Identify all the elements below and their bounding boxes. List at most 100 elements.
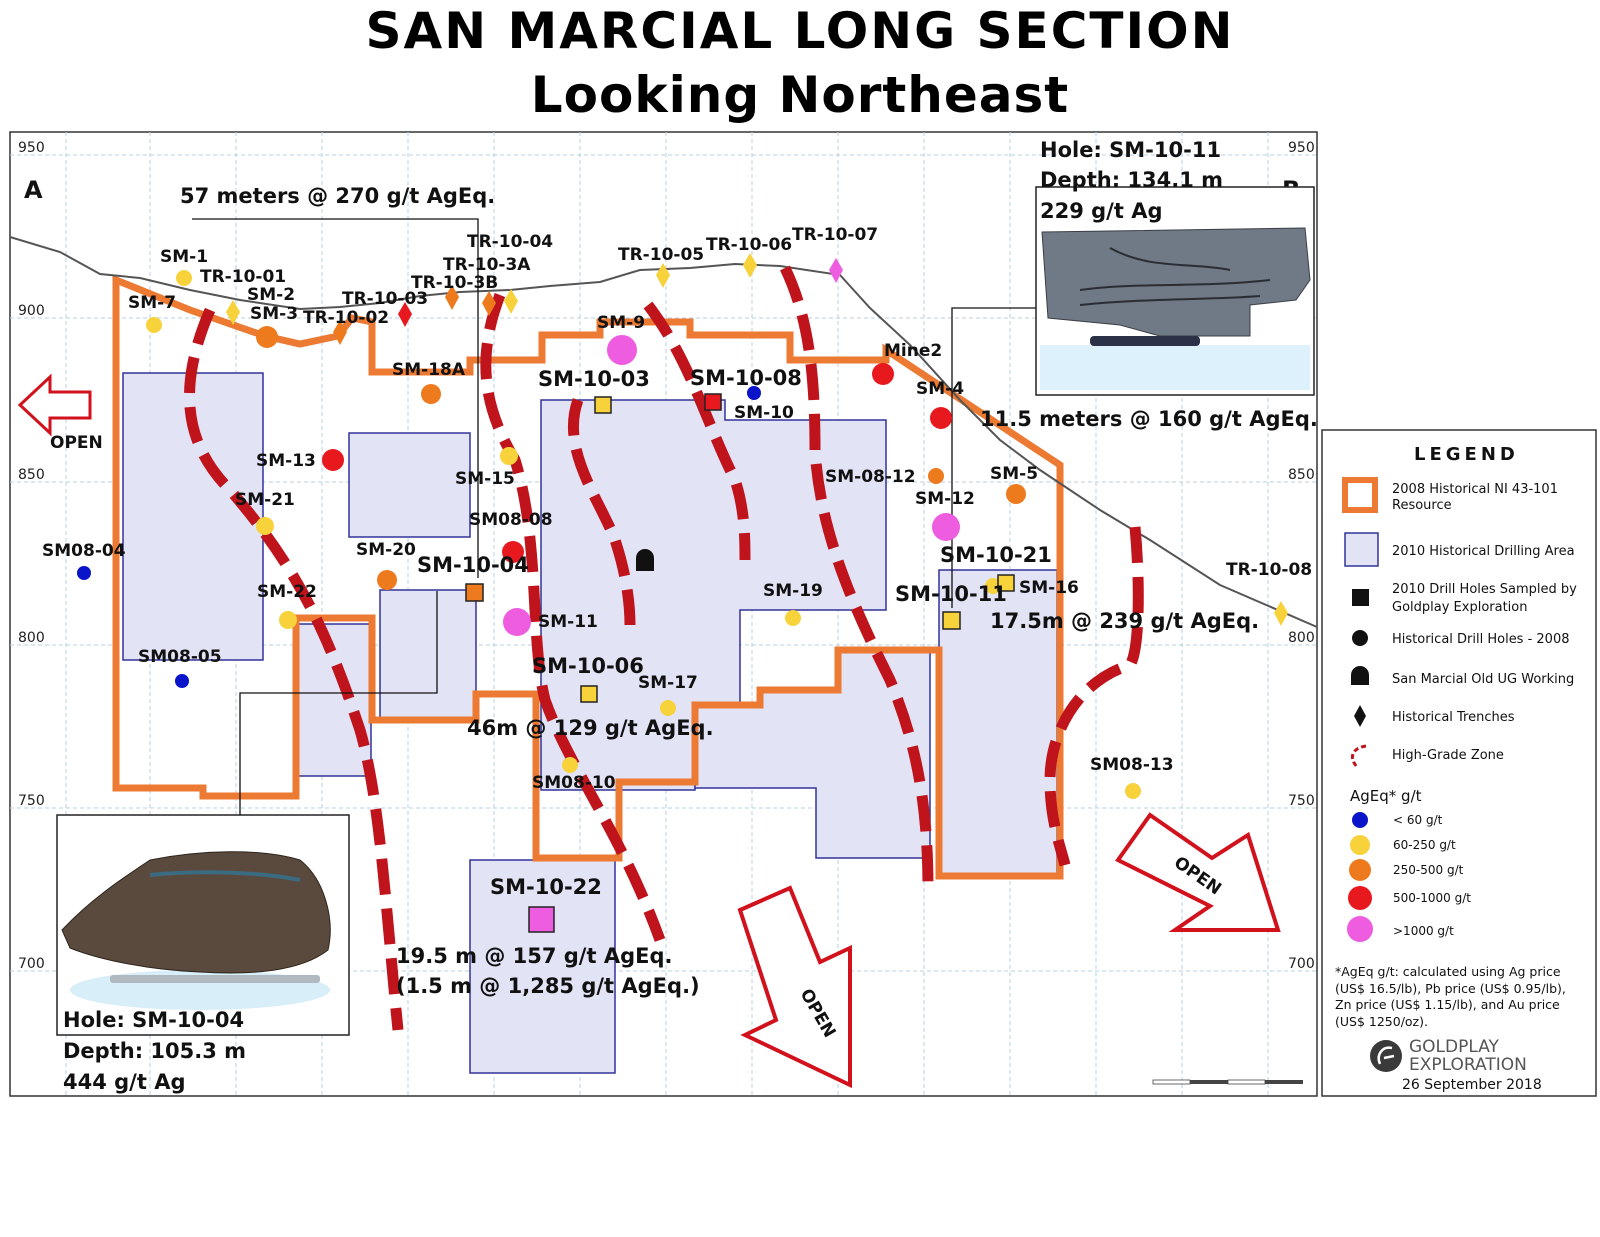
trench-label: TR-10-03 xyxy=(342,289,428,309)
drill-hole-marker xyxy=(660,700,676,716)
leader-line xyxy=(951,307,1036,608)
hole-label: SM-20 xyxy=(356,540,416,560)
legend-swatch-trench xyxy=(1354,705,1366,727)
arrow-shape xyxy=(1115,812,1281,932)
legend-item: Goldplay Exploration xyxy=(1392,600,1527,615)
intercept-label: 19.5 m @ 157 g/t AgEq. xyxy=(396,944,672,968)
hole-label: SM-22 xyxy=(257,582,317,602)
sampled-hole-marker xyxy=(465,583,484,602)
drill-hole-marker xyxy=(1006,484,1026,504)
drilling-area xyxy=(295,623,372,777)
trench-label: TR-10-06 xyxy=(706,235,792,255)
trenches xyxy=(226,253,1288,626)
hole-label: SM-10-06 xyxy=(532,654,644,678)
legend-swatch-sampled-hole xyxy=(1352,589,1369,606)
legend-note: (US$ 1250/oz). xyxy=(1335,1014,1428,1029)
legend-grade-swatch xyxy=(1352,812,1368,828)
brand-name: GOLDPLAY xyxy=(1409,1037,1500,1057)
photo-background xyxy=(1040,345,1310,390)
legend-grade-label: 60-250 g/t xyxy=(1393,838,1456,852)
hole-label: SM-1 xyxy=(160,247,208,267)
elevation-tick-left: 700 xyxy=(18,956,45,972)
legend-title: LEGEND xyxy=(1414,444,1519,465)
hole-label: SM-2 xyxy=(247,285,295,305)
goldplay-logo xyxy=(1370,1040,1402,1072)
legend-grade-label: 500-1000 g/t xyxy=(1393,891,1471,905)
drill-hole-marker xyxy=(785,610,801,626)
high-grade-zone xyxy=(184,307,404,1031)
intercept-label: (1.5 m @ 1,285 g/t AgEq.) xyxy=(396,974,700,998)
intercept-label: 46m @ 129 g/t AgEq. xyxy=(467,716,714,740)
drill-hole-marker xyxy=(256,517,274,535)
goldplay-logo-mark xyxy=(1377,1046,1395,1065)
arrow-shape xyxy=(737,885,852,1089)
drilling-area xyxy=(379,589,477,721)
core-photo-bottom xyxy=(56,814,350,1036)
hole-box-line: Hole: SM-10-04 xyxy=(63,1008,244,1032)
core-veins xyxy=(149,870,301,882)
hole-label: SM-19 xyxy=(763,581,823,601)
hole-label: SM-10-04 xyxy=(417,553,529,577)
trench-marker xyxy=(504,289,518,314)
sampled-hole-marker xyxy=(580,685,598,703)
hole-label: SM-10-03 xyxy=(538,367,650,391)
elevation-tick-right: 750 xyxy=(1288,793,1315,809)
sampled-hole-marker xyxy=(704,393,722,411)
sampled-holes xyxy=(465,393,1015,933)
map-subtitle: Looking Northeast xyxy=(530,66,1070,124)
high-grade-zone xyxy=(1044,526,1144,867)
drill-hole-marker xyxy=(928,468,944,484)
legend-item: Historical Drill Holes - 2008 xyxy=(1392,632,1570,647)
core-ruler xyxy=(1090,336,1200,346)
drill-hole-marker xyxy=(872,363,894,385)
legend-grade-label: 250-500 g/t xyxy=(1393,863,1464,877)
hole-label: SM08-10 xyxy=(532,773,616,793)
legend-swatch-historical-hole xyxy=(1352,630,1368,646)
core-veins xyxy=(1079,247,1271,306)
arrow-shape xyxy=(17,373,92,437)
legend-item: Historical Trenches xyxy=(1392,710,1515,725)
elevation-tick-left: 750 xyxy=(18,793,45,809)
hole-label: SM-3 xyxy=(250,304,298,324)
hole-label: Mine2 xyxy=(884,341,942,361)
intercept-label: 17.5m @ 239 g/t AgEq. xyxy=(990,609,1259,633)
drill-hole-marker xyxy=(503,608,531,636)
trench-label: TR-10-01 xyxy=(200,267,286,287)
drill-hole-marker xyxy=(175,674,189,688)
open-arrow-bottom: OPEN xyxy=(737,885,852,1089)
high-grade-zone xyxy=(480,293,666,942)
elevation-tick-left: 850 xyxy=(18,467,45,483)
legend-item: 2010 Historical Drilling Area xyxy=(1392,544,1575,559)
trench-marker xyxy=(829,258,843,283)
scale-bar xyxy=(1152,1079,1303,1085)
hole-label: SM08-04 xyxy=(42,541,126,561)
drill-hole-marker xyxy=(502,541,524,563)
trench-label: TR-10-07 xyxy=(792,225,878,245)
hole-label: SM-12 xyxy=(915,489,975,509)
trench-marker xyxy=(445,285,459,310)
legend-item: Resource xyxy=(1392,498,1452,513)
legend-grade-swatch xyxy=(1350,835,1370,855)
hole-label: SM-10 xyxy=(734,403,794,423)
drilling-areas xyxy=(122,372,1058,1074)
map-title: SAN MARCIAL LONG SECTION xyxy=(365,2,1235,60)
sampled-hole-marker xyxy=(942,611,961,630)
legend-note: *AgEq g/t: calculated using Ag price xyxy=(1335,964,1561,979)
hole-label: SM-16 xyxy=(1019,578,1079,598)
legend-grade-swatch xyxy=(1348,886,1372,910)
drill-hole-marker xyxy=(146,317,162,333)
legend-swatch-resource xyxy=(1342,477,1378,513)
brand-name: EXPLORATION xyxy=(1409,1055,1527,1075)
high-grade-zone xyxy=(643,301,751,561)
legend-item: High-Grade Zone xyxy=(1392,748,1504,763)
legend-grade-swatch xyxy=(1349,859,1371,881)
hole-label: SM-10-21 xyxy=(940,543,1052,567)
hole-box-line: Depth: 134.1 m xyxy=(1040,168,1223,192)
hole-label: SM-10-22 xyxy=(490,875,602,899)
hole-label: SM-11 xyxy=(538,612,598,632)
hole-box-line: 229 g/t Ag xyxy=(1040,199,1162,223)
legend-grade-label: < 60 g/t xyxy=(1393,813,1443,827)
hole-label: SM-17 xyxy=(638,673,698,693)
intercept-label: 11.5 meters @ 160 g/t AgEq. xyxy=(980,407,1318,431)
